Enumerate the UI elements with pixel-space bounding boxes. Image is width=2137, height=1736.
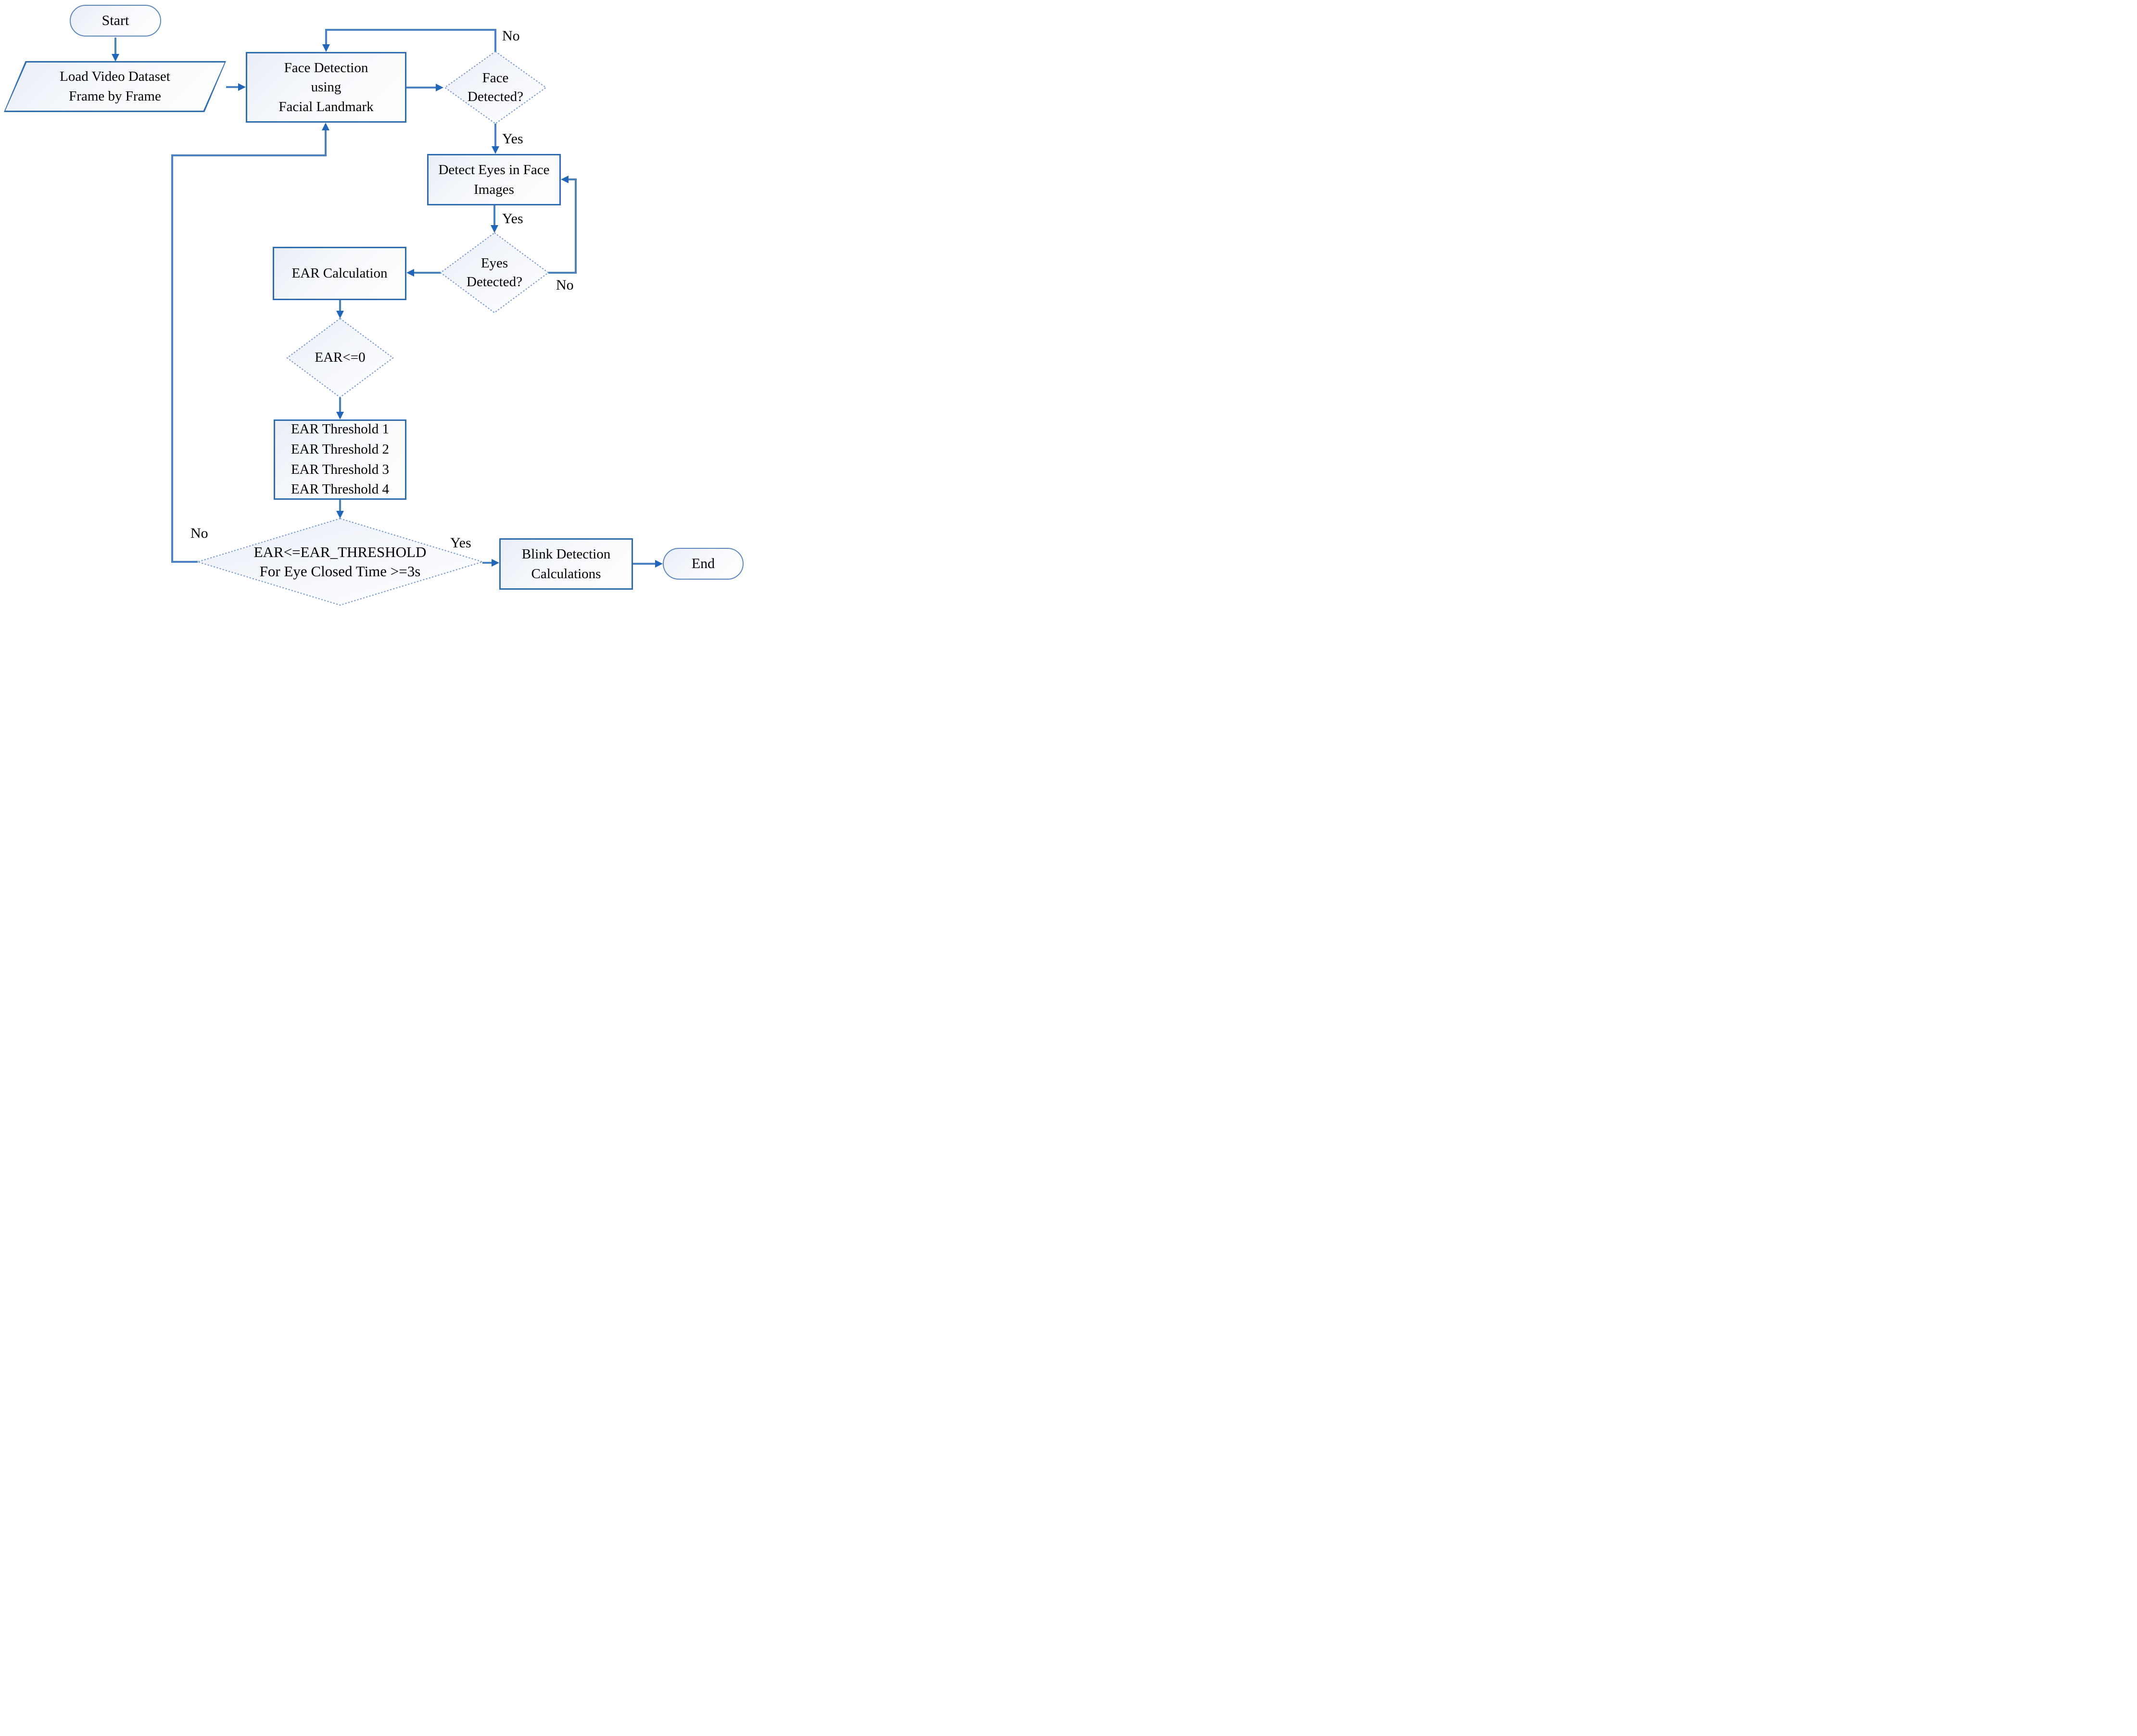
ear-calculation-label: EAR Calculation <box>291 266 388 281</box>
label-threshold-yes: Yes <box>450 535 471 551</box>
node-face-detection: Face Detection using Facial Landmark <box>246 52 406 123</box>
node-ear-calculation: EAR Calculation <box>273 247 406 300</box>
parallelogram-fill <box>5 63 225 111</box>
edge-eyes-detected-no-loop <box>548 176 577 274</box>
load-video-line2: Frame by Frame <box>69 89 161 104</box>
ear-threshold-line1: EAR Threshold 1 <box>291 421 390 437</box>
ear-threshold-line3: EAR Threshold 3 <box>291 461 390 477</box>
blink-detection-line1: Blink Detection <box>521 546 611 562</box>
node-end: End <box>663 548 744 580</box>
node-end-label: End <box>691 556 715 572</box>
node-start: Start <box>70 5 161 37</box>
node-blink-detection: Blink Detection Calculations <box>499 538 633 590</box>
label-detect-eyes-yes: Yes <box>502 211 523 227</box>
node-load-video-label: Load Video Dataset Frame by Frame <box>4 61 226 112</box>
ear-zero-label: EAR<=0 <box>315 350 366 366</box>
flowchart-figure: Start Load Video Dataset Frame by Frame … <box>0 0 746 606</box>
edge-threshold-check-no-loop <box>171 123 329 563</box>
node-start-label: Start <box>101 13 129 29</box>
connector-layer <box>112 29 663 606</box>
ear-threshold-line2: EAR Threshold 2 <box>291 441 390 457</box>
node-load-video: Load Video Dataset Frame by Frame <box>4 61 226 112</box>
ear-threshold-line4: EAR Threshold 4 <box>291 482 390 497</box>
face-detected-line1: Face <box>482 70 509 86</box>
face-detection-line2: using <box>311 79 341 95</box>
detect-eyes-line2: Images <box>474 181 514 197</box>
diamond-ear-threshold-check-shape <box>196 518 484 606</box>
label-threshold-no: No <box>190 525 208 541</box>
blink-detection-line2: Calculations <box>531 566 601 582</box>
diamond-eyes-detected-shape <box>440 232 549 314</box>
threshold-check-line1: EAR<=EAR_THRESHOLD <box>253 543 427 560</box>
label-eyes-detected-no: No <box>556 277 574 293</box>
label-face-detected-no: No <box>502 28 520 44</box>
node-eyes-detected: Eyes Detected? <box>442 241 547 304</box>
node-ear-thresholds: EAR Threshold 1 EAR Threshold 2 EAR Thre… <box>274 419 406 500</box>
detect-eyes-line1: Detect Eyes in Face <box>438 162 550 178</box>
diamond-face-detected-shape <box>444 51 547 125</box>
face-detection-line1: Face Detection <box>284 60 368 76</box>
node-detect-eyes: Detect Eyes in Face Images <box>427 154 561 205</box>
label-face-detected-yes: Yes <box>502 131 523 147</box>
face-detected-line2: Detected? <box>468 89 523 104</box>
load-video-line1: Load Video Dataset <box>60 68 170 84</box>
node-ear-threshold-check: EAR<=EAR_THRESHOLD For Eye Closed Time >… <box>210 528 470 596</box>
node-ear-zero: EAR<=0 <box>292 339 388 377</box>
face-detection-line3: Facial Landmark <box>278 99 374 114</box>
node-face-detected: Face Detected? <box>447 61 544 114</box>
eyes-detected-line2: Detected? <box>467 274 522 290</box>
eyes-detected-line1: Eyes <box>481 255 508 271</box>
threshold-check-line2: For Eye Closed Time >=3s <box>259 563 421 580</box>
edge-face-detected-no-loop <box>322 29 496 52</box>
